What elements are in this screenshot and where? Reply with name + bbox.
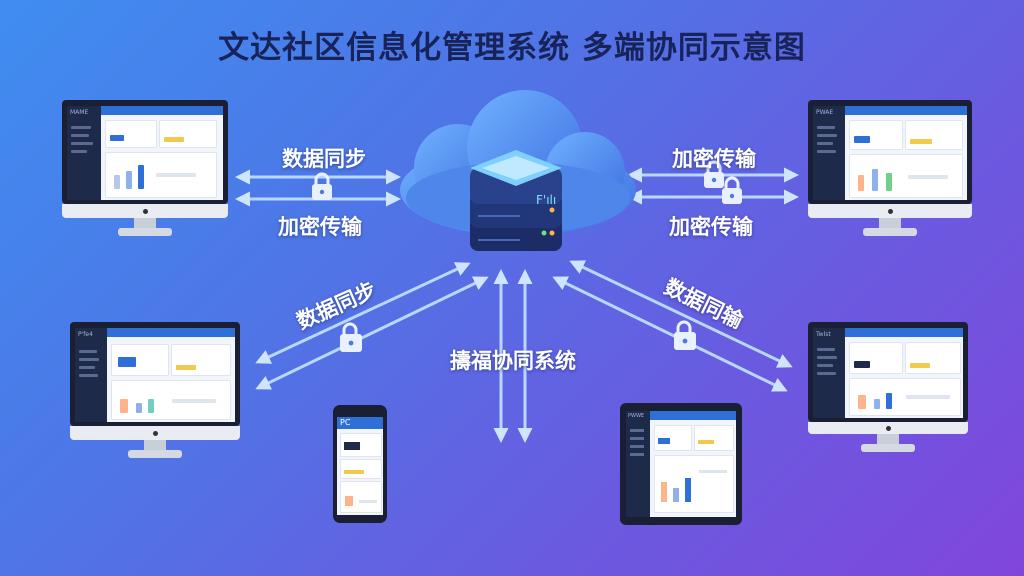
tablet: PWWE (620, 403, 742, 525)
brand-text: P'fe4 (78, 331, 93, 338)
lock-icon (674, 320, 696, 350)
monitor-top-left: MAME (62, 100, 228, 240)
server-icon (470, 150, 562, 251)
monitor-top-right: PWAE (808, 100, 972, 240)
brand-text: MAME (70, 109, 89, 116)
mobile-phone: PC (333, 405, 387, 523)
label-right-top-encrypt-1: 加密传输 (672, 147, 756, 171)
arrow-ml-2 (255, 276, 489, 390)
lock-icon (340, 322, 362, 352)
label-left-top-encrypt: 加密传输 (278, 215, 362, 239)
lock-icon (704, 160, 724, 188)
brand-text: PWWE (628, 413, 645, 419)
brand-text: PC (340, 418, 351, 427)
arrow-mr-2 (552, 276, 788, 392)
label-right-top-encrypt-2: 加密传输 (669, 215, 753, 239)
label-left-top-sync: 数据同步 (282, 147, 366, 171)
lock-icon (312, 172, 332, 200)
lock-icon (722, 176, 742, 204)
brand-text: PWAE (816, 109, 834, 116)
label-center-system: 擣福协同系统 (450, 349, 576, 373)
brand-text: Twlst (816, 331, 831, 338)
server-mark: F'ılı (536, 193, 556, 207)
page-title: 文达社区信息化管理系统 多端协同示意图 (218, 30, 806, 66)
monitor-mid-left: P'fe4 (70, 322, 240, 462)
monitor-mid-right: Twlst (808, 322, 968, 454)
